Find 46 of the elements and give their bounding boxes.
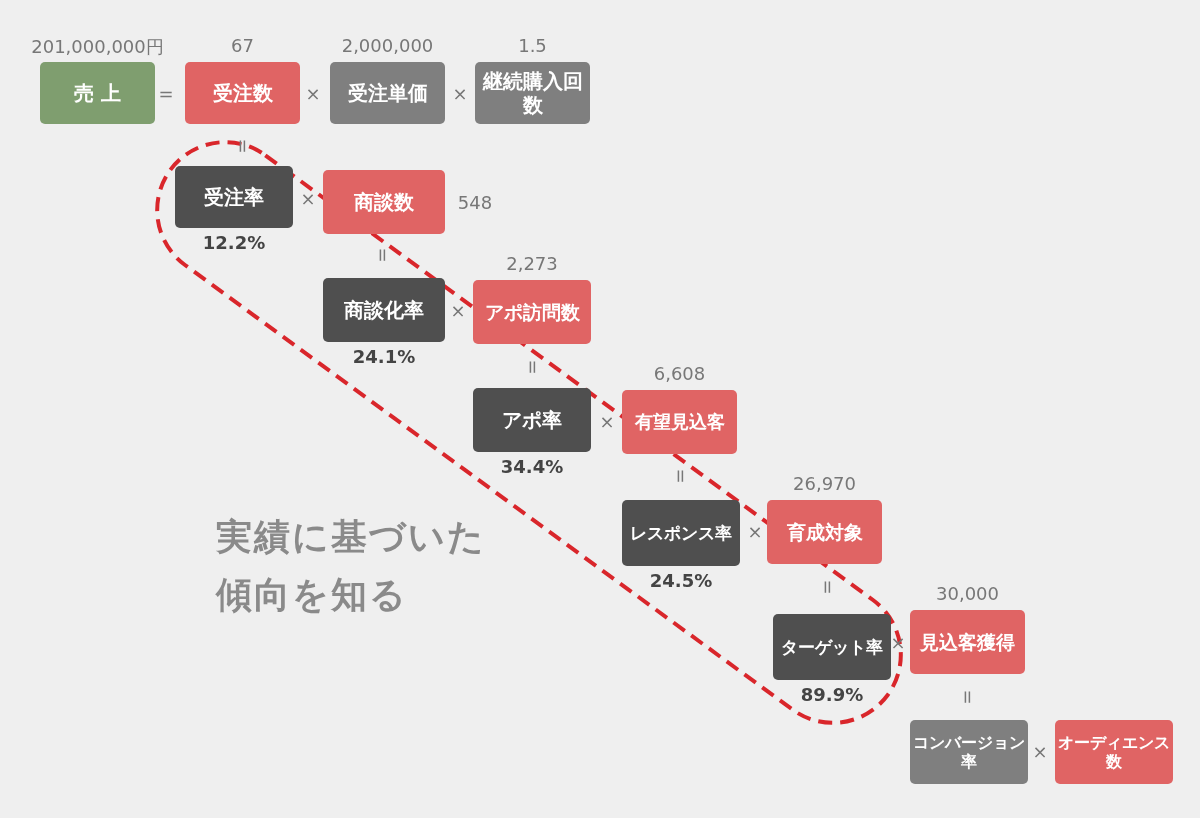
metric-box: アポ訪問数 <box>473 280 591 344</box>
operator-sign: = <box>817 579 839 595</box>
operator-sign: = <box>372 247 394 263</box>
metric-box: 売 上 <box>40 62 155 124</box>
rate-label: 34.4% <box>500 456 564 477</box>
operator-sign: = <box>232 138 254 154</box>
operator-sign: × <box>452 82 468 104</box>
metric-box: 商談化率 <box>323 278 445 342</box>
metric-box: 有望見込客 <box>622 390 737 454</box>
metric-box: 受注数 <box>185 62 300 124</box>
metric-box: 商談数 <box>323 170 445 234</box>
operator-sign: = <box>957 689 979 705</box>
metric-box: ターゲット率 <box>773 614 891 680</box>
operator-sign: × <box>450 299 466 321</box>
metric-box: オーディエンス数 <box>1055 720 1173 784</box>
metric-box: 見込客獲得 <box>910 610 1025 674</box>
operator-sign: × <box>599 410 615 432</box>
operator-sign: = <box>522 359 544 375</box>
operator-sign: × <box>300 187 316 209</box>
rate-label: 24.1% <box>352 346 416 367</box>
value-label: 6,608 <box>653 363 706 384</box>
metric-box: レスポンス率 <box>622 500 740 566</box>
operator-sign: = <box>158 82 174 104</box>
metric-box: 育成対象 <box>767 500 882 564</box>
value-label: 1.5 <box>518 35 547 56</box>
rate-label: 12.2% <box>202 232 266 253</box>
metric-box: 受注単価 <box>330 62 445 124</box>
metric-box: アポ率 <box>473 388 591 452</box>
value-label: 201,000,000円 <box>31 35 164 59</box>
metric-box: コンバージョン率 <box>910 720 1028 784</box>
metric-box: 継続購入回数 <box>475 62 590 124</box>
value-label: 2,273 <box>506 253 558 274</box>
value-label: 548 <box>457 192 493 213</box>
value-label: 67 <box>231 35 254 56</box>
value-label: 26,970 <box>793 473 856 494</box>
value-label: 2,000,000 <box>341 35 434 56</box>
value-label: 30,000 <box>936 583 999 604</box>
note-text: 実績に基づいた傾向を知る <box>216 515 487 617</box>
rate-label: 89.9% <box>800 684 864 705</box>
operator-sign: × <box>747 520 763 542</box>
operator-sign: = <box>670 468 692 484</box>
operator-sign: × <box>890 631 906 653</box>
rate-label: 24.5% <box>649 570 713 591</box>
operator-sign: × <box>305 82 321 104</box>
metric-box: 受注率 <box>175 166 293 228</box>
operator-sign: × <box>1032 740 1048 762</box>
